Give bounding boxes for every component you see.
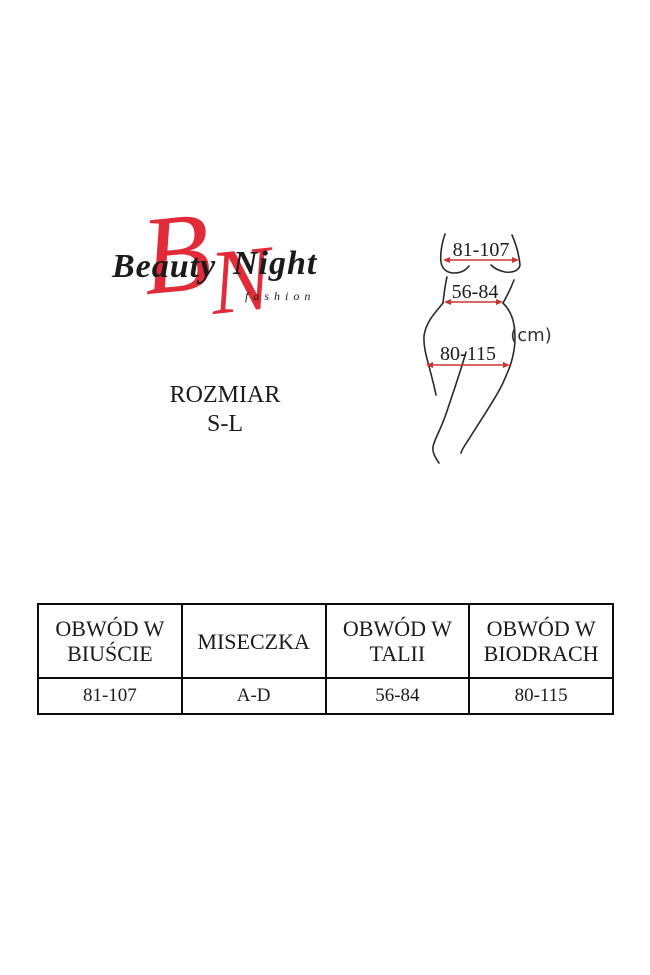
- waist-arrowhead-right: [496, 299, 503, 305]
- size-label-block: ROZMIAR S-L: [125, 381, 325, 439]
- bust-arrowhead-right: [512, 257, 519, 263]
- size-label-value: S-L: [207, 411, 243, 437]
- body-silhouette-figure: 81-107 56-84 80-115 (cm): [423, 233, 552, 464]
- measurement-arrows: [426, 257, 519, 368]
- value-bust: 81-107: [37, 677, 183, 715]
- hip-range-label: 80-115: [440, 343, 496, 365]
- value-hips: 80-115: [468, 677, 614, 715]
- hip-arrowhead-left: [426, 362, 433, 368]
- logo-word-night: Night: [233, 245, 318, 282]
- outline-left-hip: [423, 302, 444, 396]
- size-table-header-row: OBWÓD W BIUŚCIE MISECZKA OBWÓD W TALII O…: [37, 603, 614, 679]
- logo-tagline: fashion: [245, 289, 316, 303]
- outline-right-waist: [502, 279, 515, 304]
- unit-cm-label: (cm): [510, 325, 551, 346]
- hip-arrowhead-right: [503, 362, 510, 368]
- body-outline: [423, 233, 521, 464]
- bust-arrowhead-left: [443, 257, 450, 263]
- body-measurement-diagram: 81-107 56-84 80-115 (cm): [400, 218, 570, 478]
- value-cup: A-D: [180, 677, 327, 715]
- header-waist: OBWÓD W TALII: [324, 603, 471, 679]
- outline-right-leg: [460, 302, 516, 454]
- header-hips: OBWÓD W BIODRACH: [468, 603, 614, 679]
- brand-logo: B N Beauty Night fashion: [112, 189, 330, 334]
- logo-word-beauty: Beauty: [112, 248, 217, 285]
- outline-left-waist: [442, 276, 448, 304]
- waist-arrowhead-left: [444, 299, 451, 305]
- value-waist: 56-84: [324, 677, 471, 715]
- measurement-labels: 81-107 56-84 80-115: [440, 239, 509, 365]
- size-table-value-row: 81-107 A-D 56-84 80-115: [37, 677, 614, 715]
- header-cup: MISECZKA: [180, 603, 327, 679]
- outline-inner-leg: [432, 351, 467, 464]
- bust-range-label: 81-107: [453, 239, 510, 261]
- header-bust: OBWÓD W BIUŚCIE: [37, 603, 183, 679]
- outline-right-shoulder: [490, 234, 521, 274]
- outline-left-shoulder: [439, 233, 470, 274]
- size-label-title: ROZMIAR: [169, 382, 281, 408]
- size-table: OBWÓD W BIUŚCIE MISECZKA OBWÓD W TALII O…: [37, 603, 614, 715]
- waist-range-label: 56-84: [452, 281, 499, 303]
